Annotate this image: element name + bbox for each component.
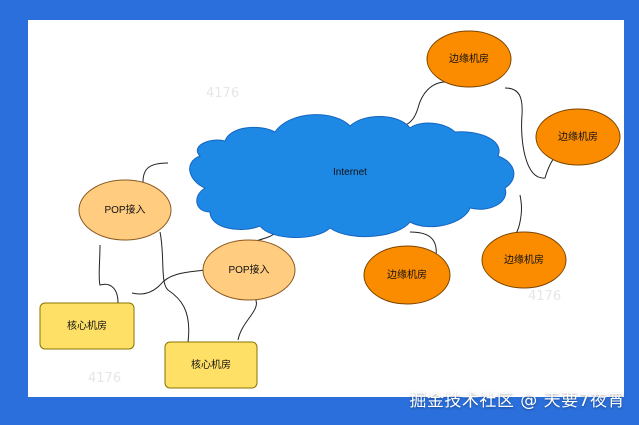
edge-room-label: 边缘机房 xyxy=(504,253,544,266)
pop-shape xyxy=(78,179,172,241)
watermark: 4176 xyxy=(88,371,121,386)
connector-pop1-to-core1 xyxy=(98,244,119,304)
core-room-shape xyxy=(39,302,135,350)
edge-room-node: 边缘机房 xyxy=(481,231,567,289)
cloud-shape xyxy=(189,114,515,238)
connector-pop2-to-core1 xyxy=(131,269,206,295)
internet-cloud: Internet xyxy=(189,114,515,238)
edge-room-shape xyxy=(363,245,451,305)
cloud-label: Internet xyxy=(333,167,367,178)
connector-pop1-to-cloud xyxy=(142,162,169,183)
connector-pop1-to-core2 xyxy=(159,231,190,343)
edge-room-node: 边缘机房 xyxy=(426,30,512,88)
edge-room-node: 边缘机房 xyxy=(363,245,451,305)
core-room-shape xyxy=(164,341,258,389)
edge-room-shape xyxy=(481,231,567,289)
core-room-node: 核心机房 xyxy=(39,302,135,350)
watermark: 4176 xyxy=(206,86,239,101)
edge-room-label: 边缘机房 xyxy=(387,268,427,281)
pop-node: POP接入 xyxy=(202,239,296,301)
connector-cloud-to-edge4 xyxy=(409,231,437,257)
watermark: 4176 xyxy=(528,289,561,304)
connector-cloud-to-edge2 xyxy=(504,87,561,179)
pop-node: POP接入 xyxy=(78,179,172,241)
pop-label: POP接入 xyxy=(104,203,145,216)
edge-room-label: 边缘机房 xyxy=(558,130,598,143)
edge-room-shape xyxy=(426,30,512,88)
pop-shape xyxy=(202,239,296,301)
connector-pop2-to-core2 xyxy=(237,297,257,341)
edge-room-label: 边缘机房 xyxy=(449,52,489,65)
edge-room-node: 边缘机房 xyxy=(535,108,621,166)
core-room-label: 核心机房 xyxy=(191,358,231,371)
pop-label: POP接入 xyxy=(228,263,269,276)
edge-room-shape xyxy=(535,108,621,166)
core-room-label: 核心机房 xyxy=(67,319,107,332)
core-room-node: 核心机房 xyxy=(164,341,258,389)
footer-credit: 掘金技术社区 @ 天要7夜宵 xyxy=(409,391,625,411)
